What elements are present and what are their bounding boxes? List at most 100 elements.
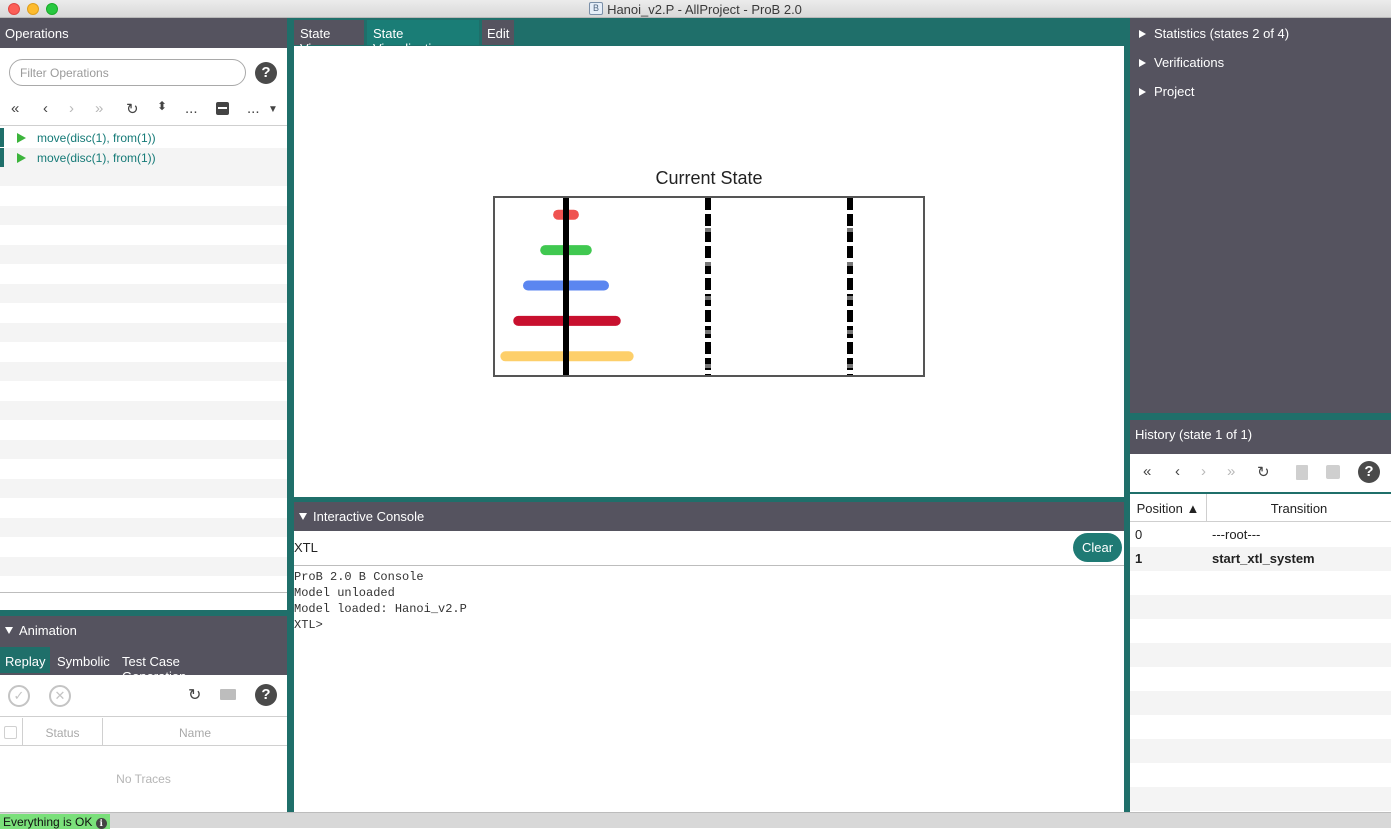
check-icon[interactable]: ✓ <box>8 685 30 707</box>
reload-icon[interactable]: ↻ <box>188 687 202 704</box>
reload-icon[interactable]: ↻ <box>1257 464 1270 481</box>
tab-edit[interactable]: Edit <box>482 20 514 45</box>
enabled-marker <box>0 148 4 167</box>
history-position: 0 <box>1135 527 1143 542</box>
operations-list: move(disc(1), from(1)) move(disc(1), fro… <box>0 126 287 592</box>
animation-help-icon[interactable]: ? <box>255 684 277 706</box>
console-line: Model loaded: Hanoi_v2.P <box>294 602 467 616</box>
history-position: 1 <box>1135 551 1143 566</box>
expand-arrow-icon <box>1139 59 1146 67</box>
history-transition: start_xtl_system <box>1212 551 1315 566</box>
animation-toolbar: ✓ ✕ ↻ ? <box>0 675 287 715</box>
tab-state-visualisation[interactable]: State Visualisation <box>367 20 479 56</box>
list-stripe <box>1130 739 1391 763</box>
forward-icon[interactable]: › <box>1201 463 1206 480</box>
reload-icon[interactable]: ↻ <box>126 101 139 118</box>
operations-header: Operations <box>0 18 287 48</box>
animation-title: Animation <box>19 623 77 638</box>
console-header[interactable]: Interactive Console <box>294 502 1124 531</box>
close-window-button[interactable] <box>8 3 20 15</box>
tab-replay[interactable]: Replay <box>0 647 50 673</box>
minimize-window-button[interactable] <box>27 3 39 15</box>
console-panel: XTL <box>294 531 1124 812</box>
operation-item[interactable]: move(disc(1), from(1)) <box>0 148 287 167</box>
console-output[interactable]: ProB 2.0 B Console Model unloaded Model … <box>294 569 467 633</box>
animation-header[interactable]: Animation <box>0 616 287 645</box>
column-position[interactable]: Position ▲ <box>1130 494 1207 522</box>
fast-backward-icon[interactable]: « <box>1143 463 1152 480</box>
info-icon[interactable]: ℹ <box>95 818 107 829</box>
dropdown-chevron-icon[interactable]: ▼ <box>268 104 278 115</box>
select-all-checkbox-column[interactable] <box>0 718 23 746</box>
statistics-item[interactable]: Statistics (states 2 of 4) <box>1139 26 1289 41</box>
list-stripe <box>0 167 287 186</box>
fast-forward-icon[interactable]: » <box>1227 463 1236 480</box>
window-title: Hanoi_v2.P - AllProject - ProB 2.0 <box>607 2 802 17</box>
disabled-ops-toggle-icon[interactable] <box>216 102 229 115</box>
play-icon <box>17 153 26 163</box>
list-stripe <box>0 518 287 537</box>
operation-item[interactable]: move(disc(1), from(1)) <box>0 128 287 147</box>
random-more-button[interactable]: ... <box>185 100 198 117</box>
status-text: Everything is OK <box>3 815 93 829</box>
verifications-item[interactable]: Verifications <box>1139 55 1224 70</box>
list-stripe <box>0 401 287 420</box>
checkbox-icon[interactable] <box>4 726 17 739</box>
history-row[interactable]: 0 ---root--- <box>1130 523 1391 547</box>
save-icon[interactable] <box>1326 465 1340 479</box>
history-toolbar: « ‹ › » ↻ ? <box>1130 454 1391 492</box>
console-language-selector[interactable]: XTL <box>294 540 318 555</box>
forward-icon[interactable]: › <box>69 100 74 117</box>
verifications-label: Verifications <box>1154 55 1225 70</box>
console-clear-button[interactable]: Clear <box>1073 533 1122 562</box>
operations-help-icon[interactable]: ? <box>255 62 277 84</box>
list-stripe <box>0 284 287 303</box>
list-stripe <box>0 479 287 498</box>
hanoi-visualisation <box>493 196 925 377</box>
list-stripe <box>1130 691 1391 715</box>
sort-icon[interactable]: ⬍ <box>157 99 168 113</box>
visualisation-title: Current State <box>655 168 763 188</box>
console-title: Interactive Console <box>313 509 425 524</box>
history-help-icon[interactable]: ? <box>1358 461 1380 483</box>
fast-forward-icon[interactable]: » <box>95 100 104 117</box>
tab-state-view[interactable]: State View <box>294 20 364 56</box>
column-name[interactable]: Name <box>103 718 287 746</box>
cancel-icon[interactable]: ✕ <box>49 685 71 707</box>
column-status[interactable]: Status <box>23 718 103 746</box>
open-folder-icon[interactable] <box>220 689 236 700</box>
operation-label: move(disc(1), from(1)) <box>37 131 156 145</box>
fast-backward-icon[interactable]: « <box>11 100 20 117</box>
history-row[interactable]: 1 start_xtl_system <box>1130 547 1391 571</box>
history-transition: ---root--- <box>1212 527 1261 542</box>
animation-panel: Animation Replay Symbolic Test Case Gene… <box>0 616 287 812</box>
column-transition[interactable]: Transition <box>1207 494 1391 522</box>
file-icon[interactable] <box>1296 465 1308 480</box>
list-stripe <box>0 362 287 381</box>
backward-icon[interactable]: ‹ <box>43 100 48 117</box>
more-options-button[interactable]: ... <box>247 100 260 117</box>
expand-arrow-icon <box>1139 88 1146 96</box>
project-item[interactable]: Project <box>1139 84 1194 99</box>
statistics-label: Statistics (states 2 of 4) <box>1154 26 1290 41</box>
list-stripe <box>0 323 287 342</box>
app-icon: B <box>589 2 604 15</box>
operation-label: move(disc(1), from(1)) <box>37 151 156 165</box>
filter-operations-input[interactable]: Filter Operations <box>9 59 246 86</box>
tab-test-case-generation[interactable]: Test Case Generation <box>117 647 247 684</box>
tab-symbolic[interactable]: Symbolic <box>52 647 115 673</box>
backward-icon[interactable]: ‹ <box>1175 463 1180 480</box>
console-line: XTL> <box>294 618 323 632</box>
list-stripe <box>0 557 287 576</box>
zoom-window-button[interactable] <box>46 3 58 15</box>
state-visualisation-panel <box>294 46 1124 497</box>
statistics-panel <box>1130 18 1391 413</box>
list-stripe <box>1130 643 1391 667</box>
status-bar: Everything is OK ℹ <box>0 812 1391 829</box>
project-label: Project <box>1154 84 1195 99</box>
play-icon <box>17 133 26 143</box>
no-traces-placeholder: No Traces <box>116 772 171 786</box>
divider <box>0 592 287 593</box>
